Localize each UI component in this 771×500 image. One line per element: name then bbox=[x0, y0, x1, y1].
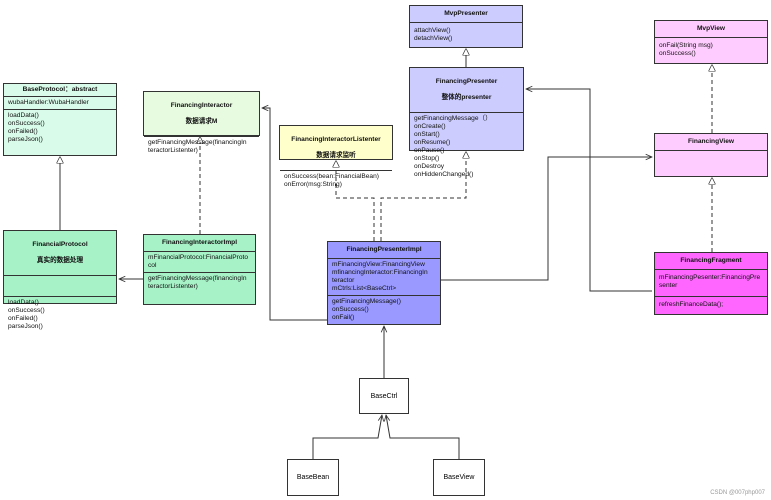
class-title: MvpPresenter bbox=[410, 6, 522, 23]
methods-section: onSuccess(bean:FinancialBean) onError(ms… bbox=[280, 171, 392, 191]
fields-section: mFinancingView:FinancingView mfinancingI… bbox=[328, 259, 440, 296]
method: teractorListenter) bbox=[148, 147, 198, 154]
edge-fragment-to-presenter bbox=[526, 89, 652, 292]
method: loadData() bbox=[8, 112, 39, 119]
class-interactor-listener: FinancingInteractorListenter 数据请求监听 onSu… bbox=[279, 125, 393, 188]
methods-section: getFinancingMessage(financingIn teractor… bbox=[144, 273, 255, 293]
field: mfinancingInteractor:FinancingIn bbox=[332, 269, 428, 276]
class-base-ctrl: BaseCtrl bbox=[359, 378, 409, 414]
fields-section: wubaHandler:WubaHandler bbox=[4, 97, 116, 110]
field: wubaHandler:WubaHandler bbox=[8, 99, 89, 106]
class-financing-view: FinancingView bbox=[654, 133, 768, 177]
method: onError(msg:String) bbox=[284, 181, 342, 188]
class-subtitle: 数据请求监听 bbox=[316, 152, 356, 159]
class-name: FinancingInteractorListenter bbox=[291, 136, 381, 143]
fields-section bbox=[4, 276, 116, 297]
methods-section: attachView() detachView() bbox=[410, 23, 522, 45]
methods-section: getFinancingMessage() onSuccess() onFail… bbox=[328, 296, 440, 324]
edge-presenterimpl-to-interactor bbox=[262, 108, 327, 321]
field: mFinancingView:FinancingView bbox=[332, 261, 425, 268]
method: onFailed() bbox=[8, 315, 38, 322]
fields-section: mFinancialProtocol:FinancialProto col bbox=[144, 252, 255, 273]
edge-view-to-ctrl bbox=[386, 415, 460, 459]
class-interactor-impl: FinancingInteractorImpl mFinancialProtoc… bbox=[143, 234, 256, 305]
method: parseJson() bbox=[8, 136, 43, 143]
method: onStop() bbox=[414, 155, 440, 162]
field: col bbox=[148, 262, 157, 269]
class-title: FinancingView bbox=[655, 134, 767, 151]
class-name: FinancingInteractor bbox=[170, 102, 233, 109]
class-presenter-impl: FinancingPresenterImpl mFinancingView:Fi… bbox=[327, 241, 441, 325]
edge-presenterimpl-realizes-presenter bbox=[380, 152, 466, 241]
method: getFinancingMessage(financingIn bbox=[148, 139, 247, 146]
class-title: FinancingFragment bbox=[655, 253, 767, 270]
class-title: MvpView bbox=[655, 21, 767, 38]
method: onDestroy bbox=[414, 163, 445, 170]
method: onFail() bbox=[332, 314, 355, 321]
method: getFinancingMessage(financingIn bbox=[148, 275, 247, 282]
class-title: FinancingInteractorListenter 数据请求监听 bbox=[280, 126, 392, 171]
method: onPause() bbox=[414, 147, 445, 154]
class-base-protocol: BaseProtocol：abstract wubaHandler:WubaHa… bbox=[3, 83, 117, 156]
class-title: FinancingPresenterImpl bbox=[328, 242, 440, 259]
class-mvp-view: MvpView onFail(String msg) onSuccess() bbox=[654, 20, 768, 64]
class-title: FinancingPresenter 整体的presenter bbox=[410, 68, 523, 113]
method: onStart() bbox=[414, 131, 440, 138]
edge-presenterimpl-to-view bbox=[441, 157, 652, 281]
method: onSuccess(bean:FinancialBean) bbox=[284, 173, 379, 180]
edge-bean-to-ctrl bbox=[312, 415, 382, 459]
method: teractorListenter) bbox=[148, 283, 198, 290]
method: onSuccess() bbox=[659, 50, 696, 57]
method: onResume() bbox=[414, 139, 451, 146]
method: refreshFinanceData(); bbox=[659, 301, 724, 308]
class-financial-protocol: FinancialProtocol 真实的数据处理 loadData() onS… bbox=[3, 230, 117, 330]
class-title: FinancialProtocol 真实的数据处理 bbox=[4, 231, 116, 276]
method: attachView() bbox=[414, 27, 451, 34]
method: getFinancingMessage() bbox=[332, 298, 401, 305]
fields-section: mFinancingPesenter:FinancingPre senter bbox=[655, 270, 767, 297]
class-title: BaseProtocol：abstract bbox=[4, 84, 116, 97]
method: onSuccess() bbox=[8, 307, 45, 314]
method: onFail(String msg) bbox=[659, 42, 713, 49]
method: onSuccess() bbox=[8, 120, 45, 127]
method: detachView() bbox=[414, 35, 453, 42]
field: mFinancingPesenter:FinancingPre bbox=[659, 274, 761, 281]
method: onSuccess() bbox=[332, 306, 369, 313]
class-name: FinancingPresenter bbox=[435, 78, 498, 85]
method: onHiddenChanged() bbox=[414, 171, 474, 178]
class-mvp-presenter: MvpPresenter attachView() detachView() bbox=[409, 5, 523, 48]
method: parseJson() bbox=[8, 323, 43, 330]
methods-section: onFail(String msg) onSuccess() bbox=[655, 38, 767, 60]
edge-presenterimpl-realizes-listener bbox=[336, 161, 375, 241]
method: onFailed() bbox=[8, 128, 38, 135]
methods-section: loadData() onSuccess() onFailed() parseJ… bbox=[4, 110, 116, 146]
method: onCreate() bbox=[414, 123, 446, 130]
class-subtitle: 数据请求M bbox=[185, 118, 218, 125]
class-name: FinancialProtocol bbox=[32, 241, 88, 248]
class-financing-interactor: FinancingInteractor 数据请求M getFinancingMe… bbox=[143, 91, 260, 154]
class-subtitle: 整体的presenter bbox=[441, 94, 492, 101]
methods-section: loadData() onSuccess() onFailed() parseJ… bbox=[4, 297, 116, 333]
field: senter bbox=[659, 282, 678, 289]
method: getFinancingMessage（） bbox=[414, 115, 492, 122]
methods-section: getFinancingMessage(financingIn teractor… bbox=[144, 137, 259, 157]
field: mFinancialProtocol:FinancialProto bbox=[148, 254, 249, 261]
field: teractor bbox=[332, 277, 355, 284]
class-financing-presenter: FinancingPresenter 整体的presenter getFinan… bbox=[409, 67, 524, 178]
methods-section: refreshFinanceData(); bbox=[655, 297, 767, 311]
class-base-bean: BaseBean bbox=[287, 459, 339, 496]
methods-section: getFinancingMessage（） onCreate() onStart… bbox=[410, 113, 523, 181]
class-financing-fragment: FinancingFragment mFinancingPesenter:Fin… bbox=[654, 252, 768, 315]
field: mCtrls:List<BaseCtrl> bbox=[332, 285, 397, 292]
class-title: FinancingInteractorImpl bbox=[144, 235, 255, 252]
watermark: CSDN @007php007 bbox=[710, 490, 765, 496]
class-base-view: BaseView bbox=[433, 459, 485, 496]
class-title: FinancingInteractor 数据请求M bbox=[144, 92, 259, 137]
class-subtitle: 真实的数据处理 bbox=[36, 257, 84, 264]
method: loadData() bbox=[8, 299, 39, 306]
